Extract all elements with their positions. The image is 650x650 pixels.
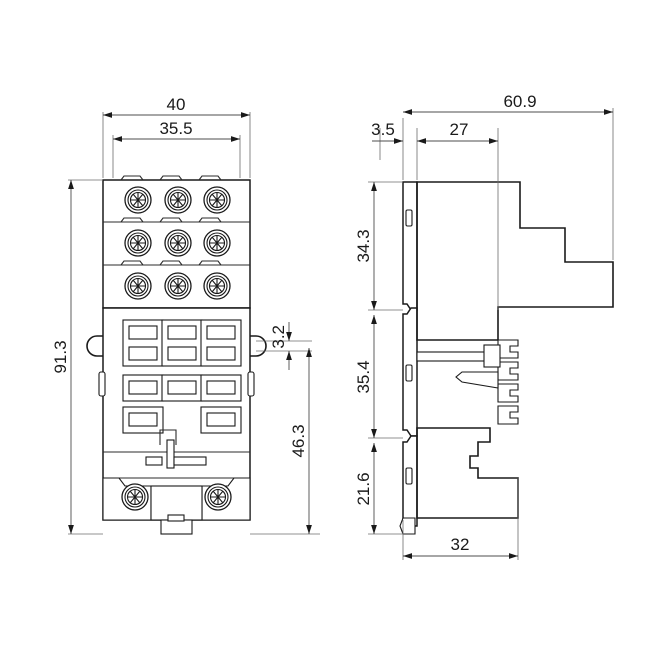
bottom-foot-tab: [160, 514, 193, 535]
mounting-screw-left: [121, 483, 149, 511]
side-view-release-lever: [455, 371, 499, 389]
flange-plate-upper: [402, 181, 418, 311]
terminal-screw-row-3: [124, 272, 231, 300]
top-notch-2: [159, 175, 183, 181]
dim-label-3-5: 3.5: [371, 120, 395, 139]
terminal-screw: [124, 272, 152, 300]
socket-pin-slot-block: [122, 406, 164, 434]
dim-label-60-9: 60.9: [503, 92, 536, 111]
socket-pin-slots-row-c: [122, 406, 242, 434]
terminal-contact-1: [497, 339, 519, 359]
retaining-clip-left: [86, 335, 103, 357]
pin-bar: [416, 351, 486, 362]
dim-label-91-3: 91.3: [51, 340, 70, 373]
release-lever: [455, 371, 499, 389]
dim-label-27: 27: [450, 120, 469, 139]
terminal-screw-row-2: [124, 229, 231, 257]
divider2-notch-3: [198, 260, 222, 266]
socket-pin-slots-row-a: [122, 319, 242, 367]
terminal-contact-3: [497, 383, 519, 403]
terminal-screw: [124, 186, 152, 214]
front-view: [86, 175, 267, 535]
terminal-screw: [164, 272, 192, 300]
dim-label-3-2: 3.2: [269, 325, 288, 349]
side-view-flange-middle: [402, 307, 418, 437]
terminal-contact-4: [497, 405, 519, 425]
dim-label-35-5: 35.5: [159, 119, 192, 138]
divider1-notch-1: [120, 217, 144, 223]
bracket-center: [150, 485, 203, 521]
side-view-terminal-contacts: [497, 339, 519, 425]
flange-slot-upper: [405, 209, 413, 227]
socket-pin-slot-block: [200, 406, 242, 434]
side-view-body-profile: [416, 181, 614, 341]
socket-pin-slots-row-b: [122, 374, 242, 402]
flange-slot-lower: [405, 467, 413, 485]
terminal-screw: [164, 186, 192, 214]
socket-pin-slot-block: [200, 319, 242, 367]
terminal-contact-2: [497, 361, 519, 381]
socket-pin-slot-block: [122, 374, 164, 402]
side-tab-right: [247, 371, 255, 397]
side-tab-left: [98, 371, 106, 397]
top-notch-3: [198, 175, 222, 181]
socket-pin-slot-block: [161, 319, 203, 367]
side-view-flange-upper: [402, 181, 418, 311]
divider1-notch-3: [198, 217, 222, 223]
divider1-notch-2: [159, 217, 183, 223]
dim-label-34-3: 34.3: [354, 229, 373, 262]
socket-pin-slot-block: [161, 374, 203, 402]
dim-label-35-4: 35.4: [354, 360, 373, 393]
top-notch-1: [120, 175, 144, 181]
socket-pin-slot-block: [200, 374, 242, 402]
divider2-notch-2: [159, 260, 183, 266]
socket-pin-slot-block: [122, 319, 164, 367]
side-view-pin-bar: [416, 344, 501, 368]
mounting-screw-right: [204, 483, 232, 511]
din-foot: [399, 517, 416, 535]
din-rail-foot: [399, 517, 416, 535]
terminal-screw: [203, 186, 231, 214]
dim-label-46-3: 46.3: [289, 424, 308, 457]
front-view-dimensions: 40 35.5 91.3 3.2 46.3: [51, 95, 320, 535]
side-view-dimensions: 34.3 35.4 21.6 60.9 3.5 27 32: [354, 92, 614, 560]
terminal-screw: [164, 229, 192, 257]
pin-head: [483, 344, 501, 368]
dim-label-40: 40: [167, 95, 186, 114]
side-view: [399, 181, 614, 535]
terminal-screw: [203, 272, 231, 300]
dim-label-32: 32: [451, 535, 470, 554]
center-key-marker: [145, 429, 207, 469]
terminal-screw: [124, 229, 152, 257]
body-stepped-upper: [416, 181, 614, 341]
divider2-notch-1: [120, 260, 144, 266]
terminal-screw: [203, 229, 231, 257]
terminal-screw-row-1: [124, 186, 231, 214]
flange-slot-middle: [405, 364, 413, 382]
dim-label-21-6: 21.6: [354, 472, 373, 505]
retaining-clip-right: [250, 335, 267, 357]
